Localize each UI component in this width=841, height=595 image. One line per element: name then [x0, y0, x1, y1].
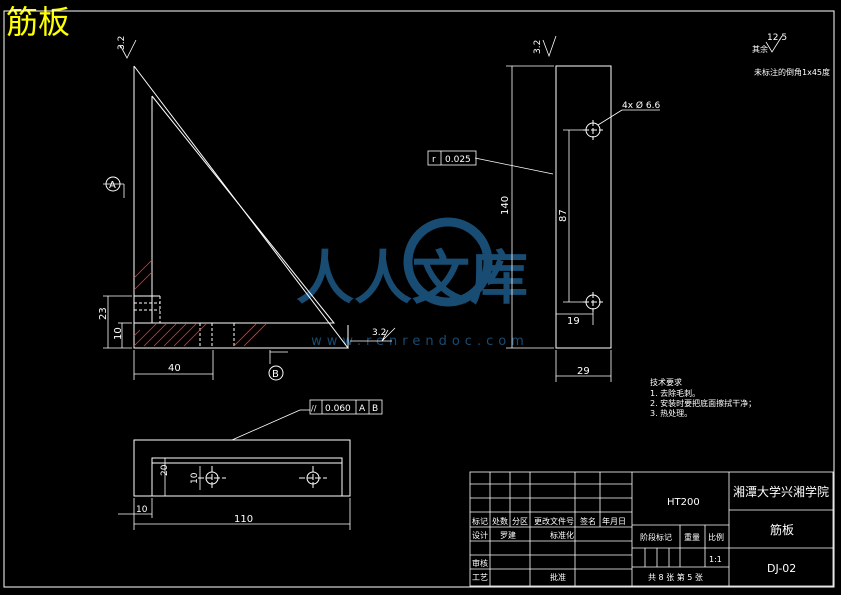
tb-label-luoyan: 罗建	[500, 530, 516, 540]
dim-29: 29	[577, 366, 590, 377]
top-view	[133, 439, 351, 497]
finish-general: 12.5	[767, 33, 787, 43]
tb-label-fenqu: 分区	[512, 517, 528, 526]
tb-label-chushu: 处数	[492, 516, 508, 526]
tb-material: HT200	[667, 497, 700, 508]
front-view	[133, 65, 350, 349]
side-outline	[555, 65, 612, 349]
drawing-title: 筋板	[6, 3, 71, 41]
dim-19: 19	[567, 316, 580, 327]
roundness-symbol: r	[432, 155, 436, 165]
dim-10-top: 10	[190, 472, 200, 484]
tb-part-name: 筋板	[770, 522, 794, 537]
tech-item-3: 3. 热处理。	[650, 408, 692, 418]
finish-right-bottom: 3.2	[372, 328, 386, 338]
dim-140: 140	[500, 196, 511, 215]
watermark-text: 人人文库	[296, 244, 528, 312]
parallel-value: 0.060	[325, 404, 351, 414]
watermark-logo-ring	[403, 217, 493, 307]
roundness-value: 0.025	[445, 155, 471, 165]
sheet-border	[3, 10, 835, 588]
dim-10-front: 10	[113, 327, 124, 340]
watermark-url: www.renrendoc.com	[311, 334, 529, 349]
finish-left-top: 3.2	[117, 36, 127, 50]
parallel-symbol: //	[311, 404, 317, 413]
tb-school: 湘潭大学兴湘学院	[733, 484, 829, 499]
tech-heading: 技术要求	[650, 377, 682, 387]
chamfer-note: 未标注的倒角1x45度	[754, 67, 830, 77]
parallel-datum-a: A	[359, 404, 366, 414]
tb-label-qianming: 签名	[580, 516, 596, 526]
tb-sheet-info: 共 8 张 第 5 张	[648, 572, 703, 582]
tb-label-pizhun: 批准	[550, 572, 566, 582]
title-block	[469, 471, 834, 587]
datum-a-label: A	[109, 180, 116, 191]
dim-20: 20	[160, 464, 170, 476]
parallel-frame	[309, 399, 383, 415]
front-web	[151, 95, 336, 324]
dim-110: 110	[234, 514, 253, 525]
hole-callout: 4x Ø 6.6	[622, 100, 660, 111]
top-web	[151, 457, 343, 497]
tb-label-shenhe: 审核	[472, 558, 488, 568]
watermark: 人人文库 www.renrendoc.com	[296, 217, 529, 349]
tb-label-biaozhunhua: 标准化	[550, 530, 574, 540]
dim-10-offset: 10	[136, 505, 148, 515]
dim-87: 87	[558, 209, 569, 222]
tb-label-nianyueri: 年月日	[602, 516, 626, 526]
finish-side-top: 3.2	[533, 40, 543, 54]
tb-drawing-no: DJ-02	[767, 562, 796, 575]
tb-label-jieduan: 阶段标记	[640, 532, 672, 542]
tb-scale: 1:1	[709, 555, 722, 564]
side-view	[555, 65, 612, 349]
tb-label-biaoji: 标记	[472, 516, 488, 526]
tb-label-gongyi: 工艺	[472, 573, 488, 582]
dim-40: 40	[168, 363, 181, 374]
parallel-datum-b: B	[372, 404, 378, 414]
datum-a-marker	[105, 176, 121, 192]
tb-label-gengai: 更改文件号	[534, 516, 574, 526]
tech-item-1: 1. 去除毛刺。	[650, 388, 700, 398]
front-hatching	[133, 259, 267, 347]
finish-general-note: 其余	[752, 44, 768, 54]
dim-23: 23	[98, 307, 109, 320]
tb-label-zhongliang: 重量	[684, 532, 700, 542]
tech-item-2: 2. 安装时要把底面擦拭干净；	[650, 398, 756, 408]
tb-label-bili: 比例	[708, 532, 724, 542]
datum-b-marker	[268, 365, 284, 381]
datum-b-label: B	[272, 369, 279, 380]
tb-label-sheji: 设计	[472, 530, 488, 540]
roundness-frame	[427, 150, 477, 166]
